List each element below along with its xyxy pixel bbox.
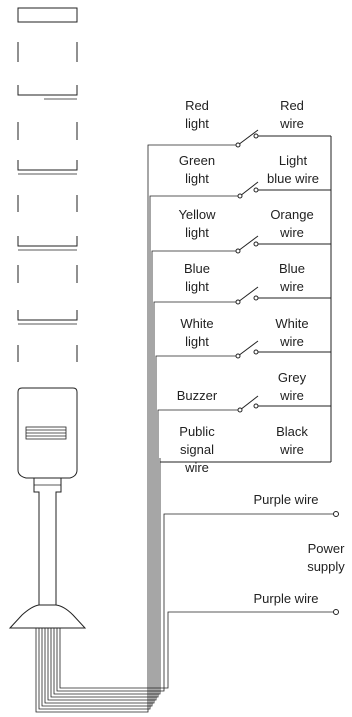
switch-green — [237, 181, 331, 199]
tower-tier-3 — [17, 195, 78, 251]
label-power-supply-2: supply — [307, 559, 345, 574]
tower-tier-1 — [17, 42, 78, 100]
switch-network — [160, 129, 339, 615]
label-black-wire-1: Black — [276, 424, 308, 439]
label-lightblue-wire-1: Light — [279, 153, 308, 168]
switch-white — [235, 340, 331, 359]
label-yellow-light-1: Yellow — [178, 207, 216, 222]
switch-buzzer — [237, 395, 331, 413]
tower-cap — [17, 7, 78, 23]
label-purple-wire-bottom: Purple wire — [253, 591, 318, 606]
label-blue-light-2: light — [185, 279, 209, 294]
switch-yellow — [235, 235, 331, 254]
label-white-light-1: White — [180, 316, 213, 331]
label-red-wire-2: wire — [279, 116, 304, 131]
label-green-light-1: Green — [179, 153, 215, 168]
power-terminal-bottom-icon — [333, 609, 339, 615]
tower-mounting-base — [8, 604, 87, 629]
label-public-signal-2: signal — [180, 442, 214, 457]
wire-bundle — [35, 144, 336, 713]
label-red-light-2: light — [185, 116, 209, 131]
switch-red — [235, 129, 331, 148]
label-buzzer: Buzzer — [177, 388, 218, 403]
labels: Red light Red wire Green light Light blu… — [177, 98, 346, 606]
power-terminal-top-icon — [333, 511, 339, 517]
tower-tier-2 — [17, 122, 78, 175]
tower-base-housing — [17, 387, 78, 479]
label-white-light-2: light — [185, 334, 209, 349]
switch-blue — [235, 286, 331, 305]
signal-tower — [8, 7, 87, 629]
label-red-light-1: Red — [185, 98, 209, 113]
label-public-signal-3: wire — [184, 460, 209, 475]
label-lightblue-wire-2: blue wire — [267, 171, 319, 186]
label-black-wire-2: wire — [279, 442, 304, 457]
label-white-wire-1: White — [275, 316, 308, 331]
label-orange-wire-1: Orange — [270, 207, 313, 222]
label-grey-wire-2: wire — [279, 388, 304, 403]
label-public-signal-1: Public — [179, 424, 215, 439]
tower-pole — [33, 478, 62, 606]
label-white-wire-2: wire — [279, 334, 304, 349]
label-orange-wire-2: wire — [279, 225, 304, 240]
label-purple-wire-top: Purple wire — [253, 492, 318, 507]
buzzer-grille-icon — [25, 426, 67, 440]
label-yellow-light-2: light — [185, 225, 209, 240]
label-red-wire-1: Red — [280, 98, 304, 113]
label-blue-light-1: Blue — [184, 261, 210, 276]
label-green-light-2: light — [185, 171, 209, 186]
label-blue-wire-1: Blue — [279, 261, 305, 276]
label-blue-wire-2: wire — [279, 279, 304, 294]
label-grey-wire-1: Grey — [278, 370, 307, 385]
label-power-supply-1: Power — [308, 541, 346, 556]
tower-tier-4 — [17, 265, 78, 325]
